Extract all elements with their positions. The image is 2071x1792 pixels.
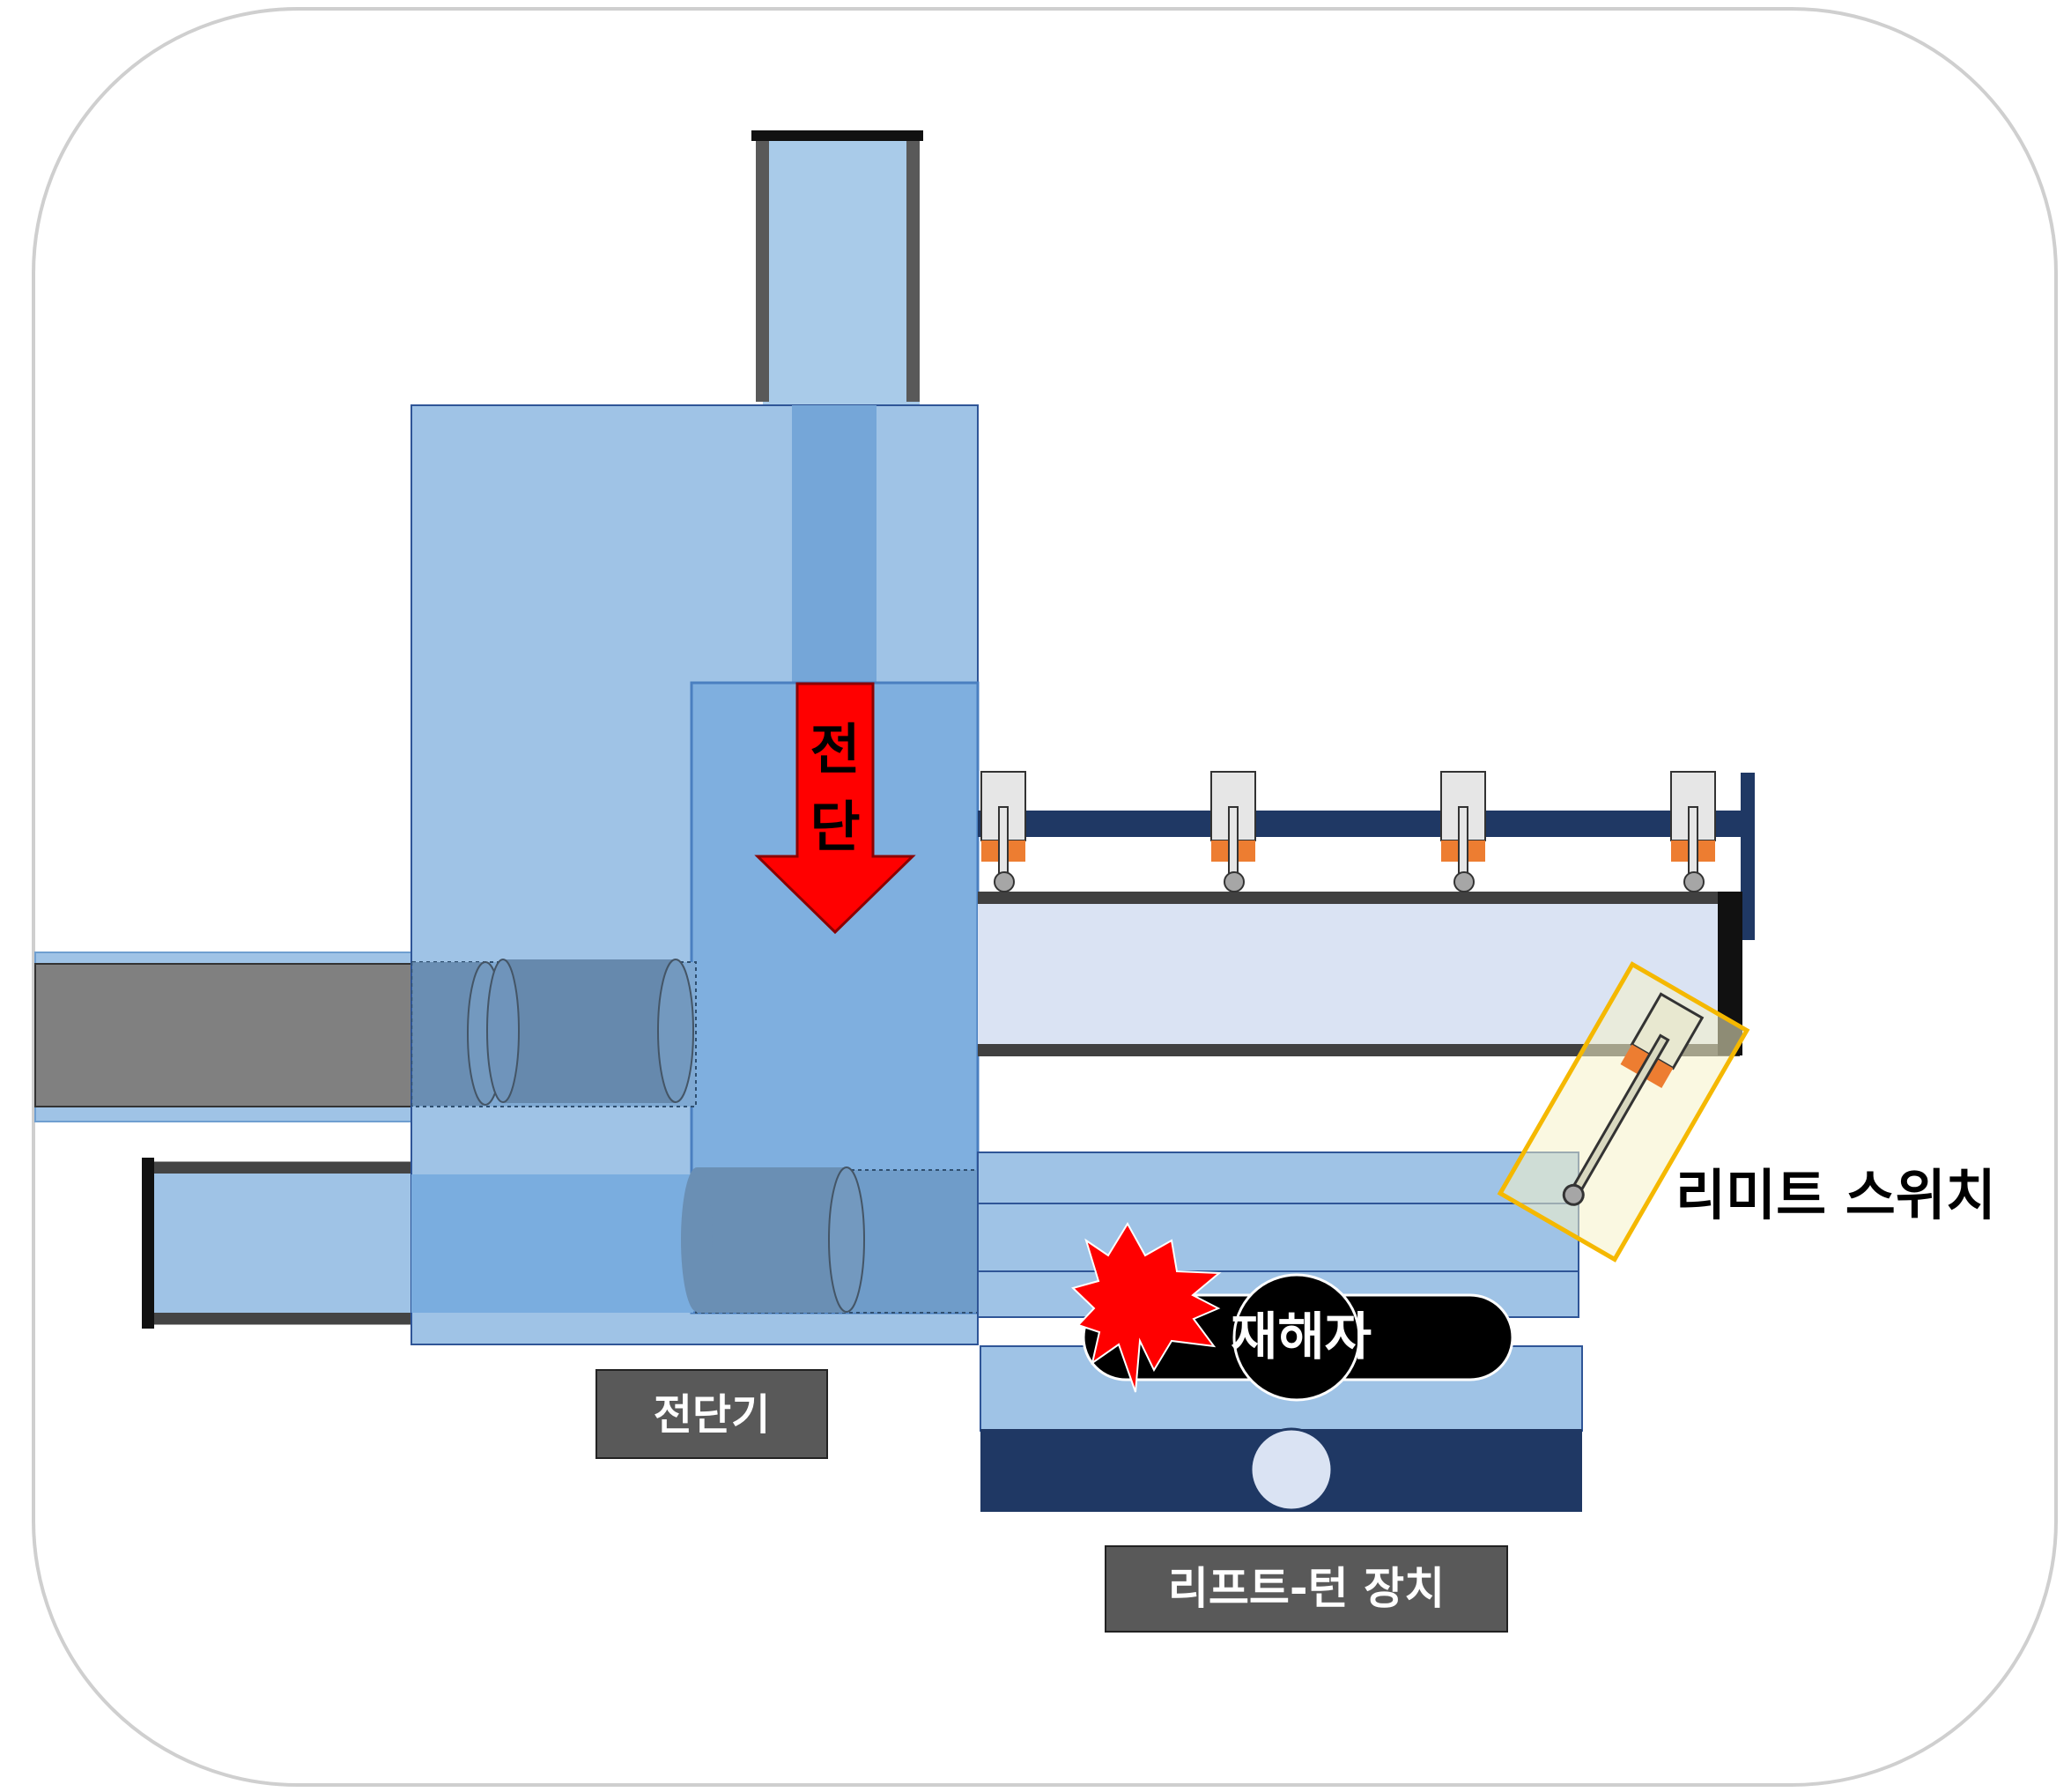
- top-feed-chute: [751, 130, 923, 404]
- workpiece-cylinder-upper: [412, 959, 694, 1106]
- conveyor-bar: [978, 892, 1742, 1056]
- workpiece-cylinder-lower: [681, 1166, 865, 1313]
- roller-icon: [1249, 1427, 1334, 1512]
- explosion-burst-icon: [1071, 1222, 1222, 1393]
- shearing-machine-label-box: [595, 1369, 828, 1459]
- shearing-machine-label: 전단기: [654, 1390, 770, 1440]
- sensor-2: [1210, 771, 1256, 892]
- lower-infeed-pipe: [142, 1158, 414, 1329]
- upper-infeed-pipe: [34, 952, 413, 1122]
- lift-turn-label-box: [1105, 1545, 1508, 1633]
- limit-switch-icon: [1497, 961, 1750, 1263]
- shear-arrow-label-1: 전: [810, 717, 860, 781]
- lift-turn-label: 리프트-턴 장치: [1168, 1563, 1445, 1614]
- shear-arrow-label-2: 단: [810, 795, 860, 859]
- sensor-1: [980, 771, 1026, 892]
- victim-label: 재해자: [1231, 1307, 1372, 1366]
- limit-switch-label: 리미트 스위치: [1675, 1163, 1996, 1227]
- sensor-rail: [978, 773, 1755, 940]
- sensor-3: [1440, 771, 1486, 892]
- down-arrow-icon: [754, 682, 916, 935]
- sensor-4: [1670, 771, 1716, 892]
